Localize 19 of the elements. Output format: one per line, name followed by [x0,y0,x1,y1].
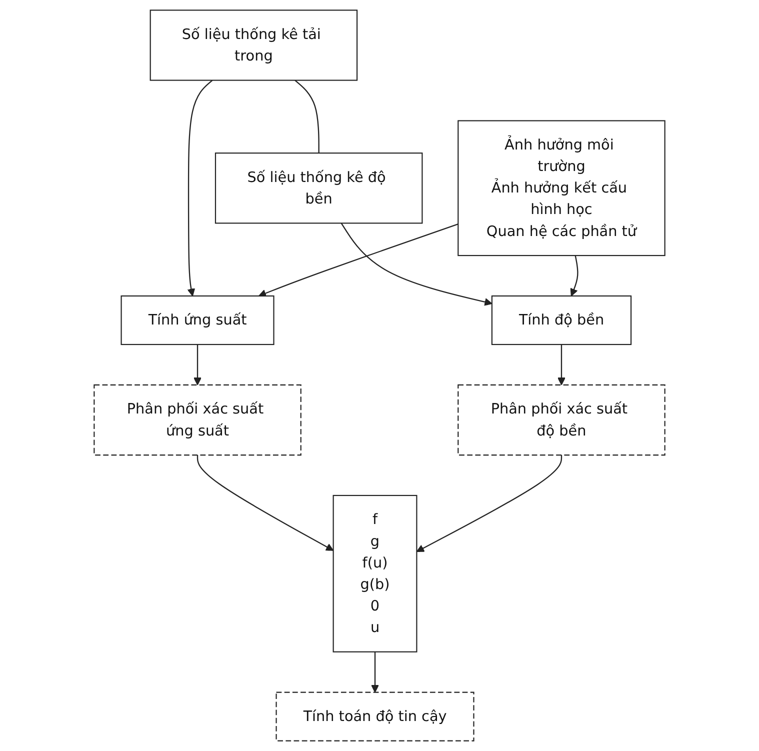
arrow [558,344,566,386]
arrow [194,344,202,386]
node-box: Phân phối xác suất ứng suất [94,384,302,456]
node-box: Số liệu thống kê tải trong [150,10,358,81]
arrow [196,455,334,551]
arrow [570,255,578,296]
node-box: Phân phối xác suất độ bền [458,384,666,456]
node-box: f g f(u) g(b) 0 u [332,494,418,652]
node-box: Tính toán độ tin cậy [276,692,474,742]
node-box: Số liệu thống kê độ bền [214,152,423,224]
arrow [258,224,458,298]
node-box: Tính ứng suất [120,295,274,346]
node-box: Ảnh hưởng môi trường Ảnh hưởng kết cấu hình học Quan hệ các phần tử [458,120,666,256]
connector [294,80,320,154]
arrow [371,652,379,693]
arrow [416,455,562,552]
arrow [340,222,492,306]
node-box: Tính độ bền [491,295,632,346]
arrow [187,80,213,296]
